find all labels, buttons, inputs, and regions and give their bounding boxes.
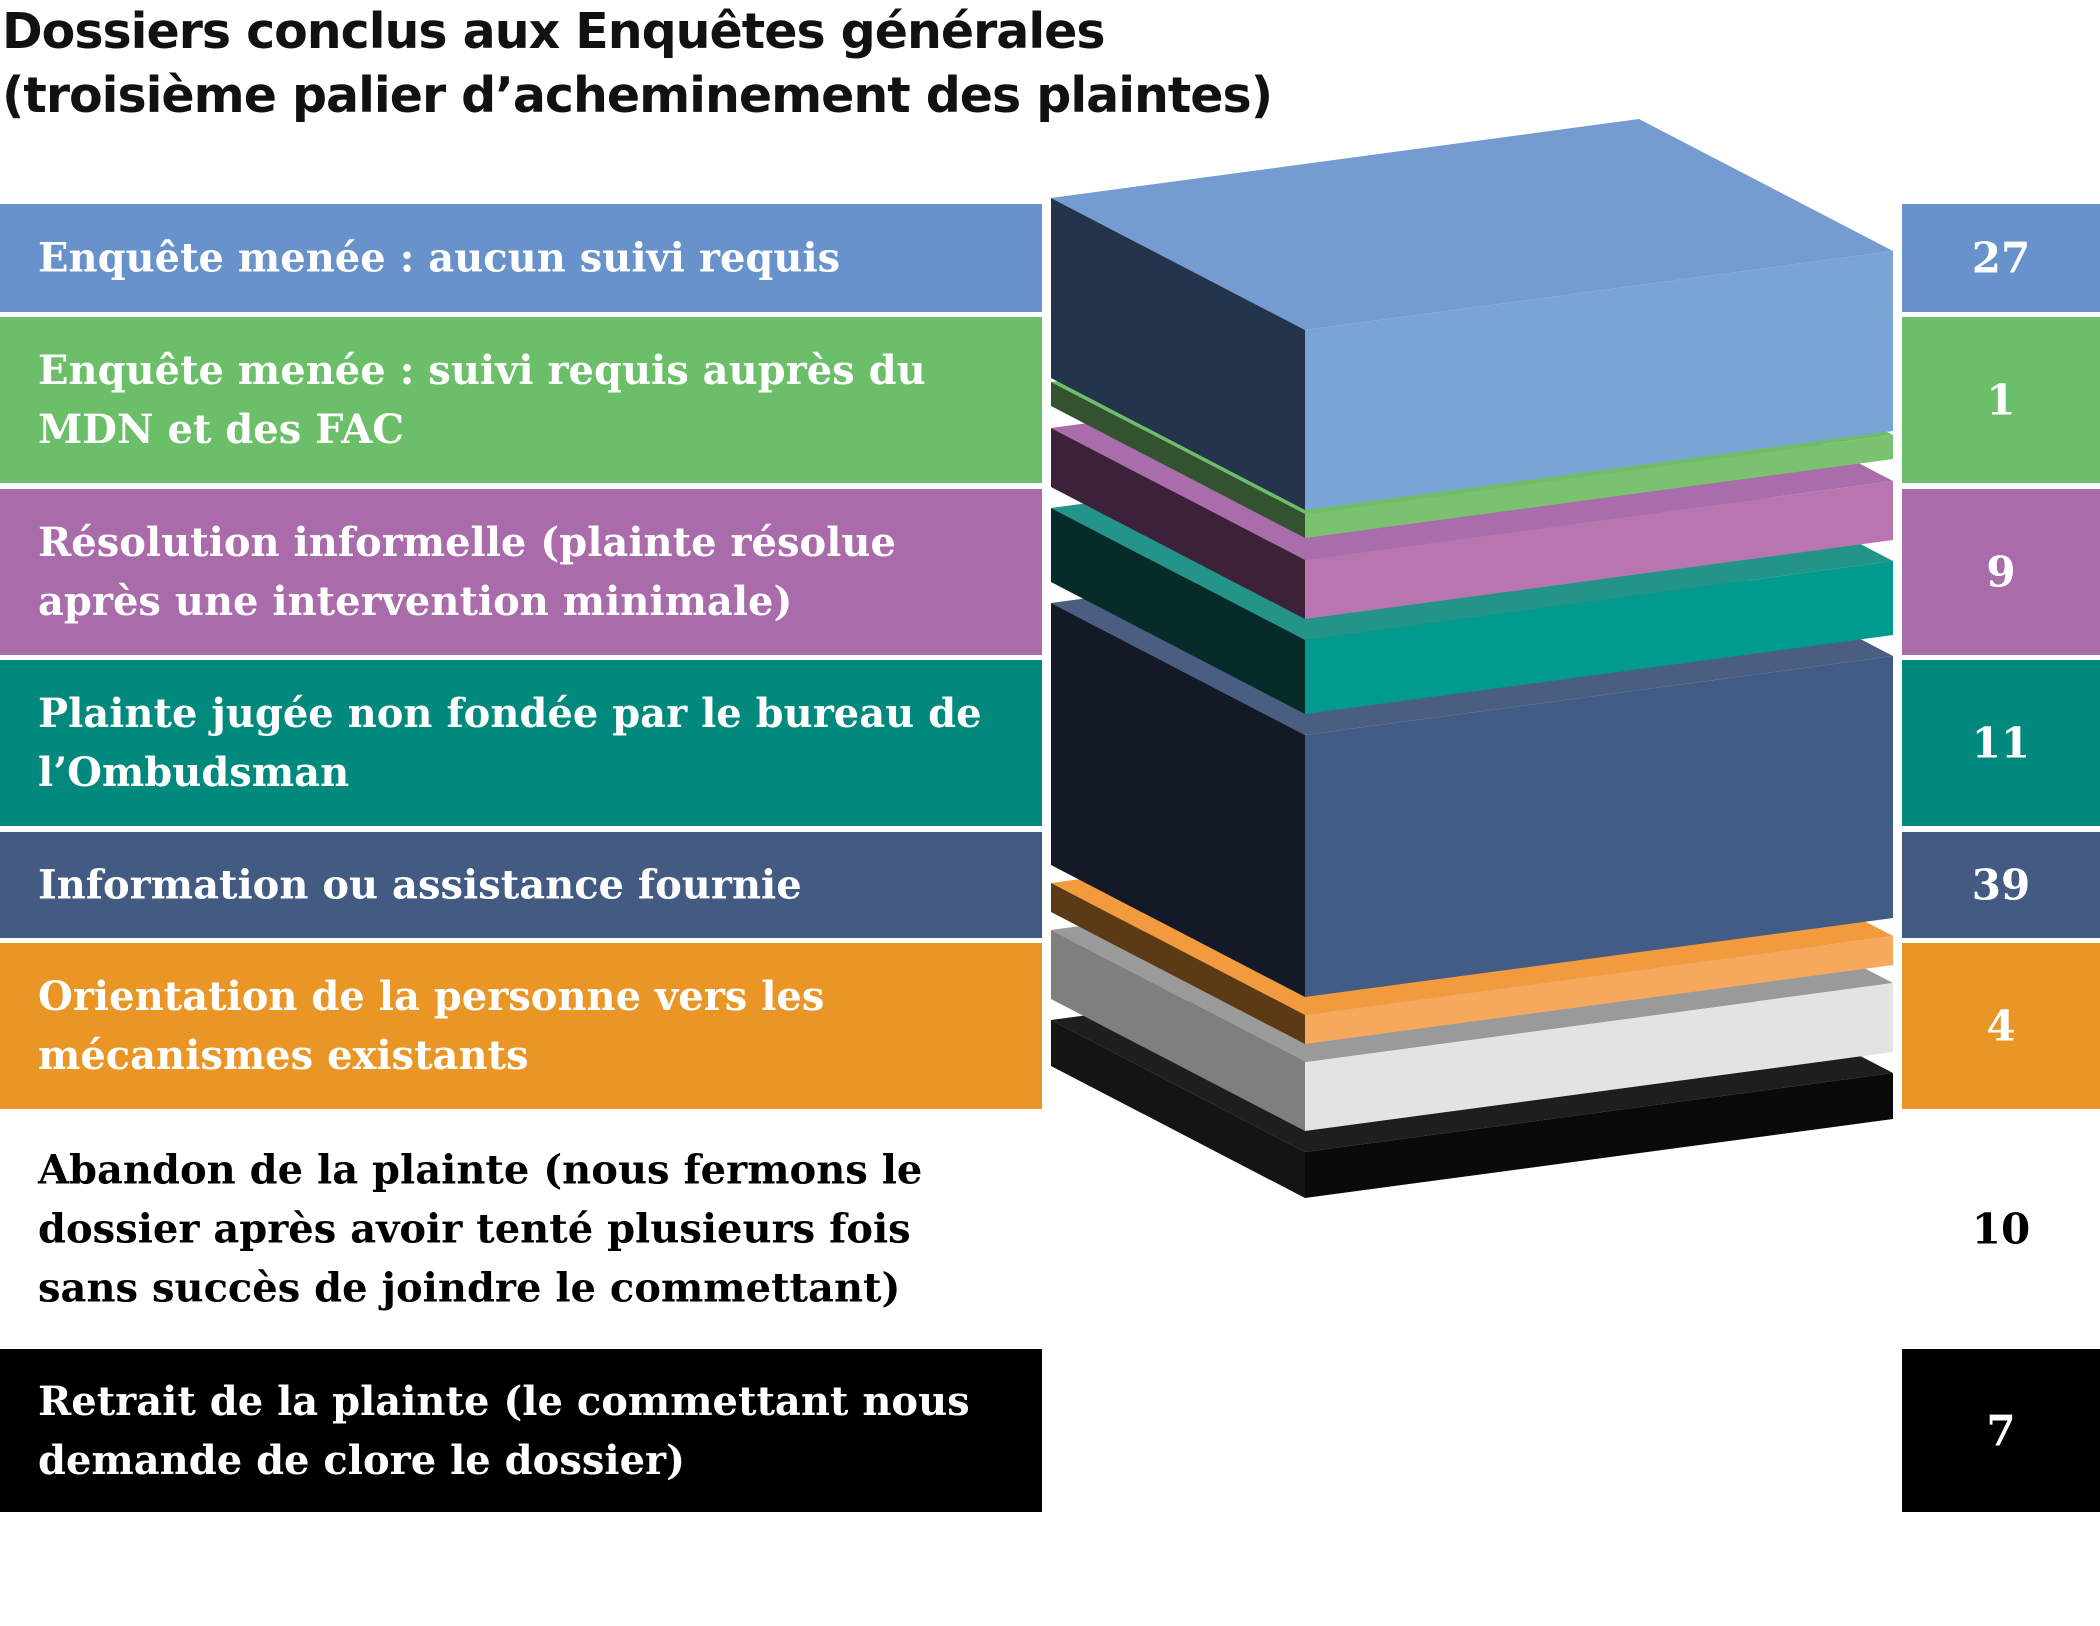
value-bar xyxy=(1902,1349,2100,1512)
block-layer-side-4 xyxy=(1051,508,1305,714)
value-label: 4 xyxy=(1986,1001,2016,1051)
block-layer-front-3 xyxy=(1305,481,1893,619)
row-4: Plainte jugée non fondée par le bureau d… xyxy=(0,660,2100,826)
category-label: Enquête menée : suivi requis auprès du M… xyxy=(38,347,926,453)
row-7: Abandon de la plainte (nous fermons le d… xyxy=(0,1114,2100,1343)
category-label: Résolution informelle (plainte résolue a… xyxy=(38,519,896,625)
value-label: 11 xyxy=(1971,718,2031,768)
category-label: Plainte jugée non fondée par le bureau d… xyxy=(38,690,982,796)
category-bar xyxy=(0,489,1042,655)
value-bar xyxy=(1902,204,2100,312)
value-bar xyxy=(1902,317,2100,483)
value-label: 1 xyxy=(1986,375,2016,425)
value-label: 9 xyxy=(1986,547,2016,597)
chart-title: Dossiers conclus aux Enquêtes générales … xyxy=(2,0,1273,128)
category-bar xyxy=(0,943,1042,1109)
block-layer-side-6 xyxy=(1051,883,1305,1044)
value-bar xyxy=(1902,832,2100,938)
block-layer-side-2 xyxy=(1051,382,1305,538)
category-bar xyxy=(0,1349,1042,1512)
title-line-2: (troisième palier d’acheminement des pla… xyxy=(2,67,1273,124)
value-bar xyxy=(1902,660,2100,826)
row-3: Résolution informelle (plainte résolue a… xyxy=(0,489,2100,655)
row-6: Orientation de la personne vers les méca… xyxy=(0,943,2100,1109)
block-layer-side-8 xyxy=(1051,1020,1305,1198)
row-2: Enquête menée : suivi requis auprès du M… xyxy=(0,317,2100,483)
block-layer-side-7 xyxy=(1051,930,1305,1131)
category-label: Information ou assistance fournie xyxy=(38,861,802,909)
title-line-1: Dossiers conclus aux Enquêtes générales xyxy=(2,3,1106,60)
category-label: Abandon de la plainte (nous fermons le d… xyxy=(38,1146,923,1311)
category-bar xyxy=(0,317,1042,483)
block-layer-front-4 xyxy=(1305,561,1893,714)
value-bar xyxy=(1902,489,2100,655)
block-layer-side-1 xyxy=(1051,198,1305,510)
category-label: Enquête menée : aucun suivi requis xyxy=(38,234,841,282)
row-8: Retrait de la plainte (le commettant nou… xyxy=(0,1349,2100,1512)
block-layer-front-7 xyxy=(1305,983,1893,1131)
value-label: 39 xyxy=(1971,860,2031,910)
block-layer-front-8 xyxy=(1305,1073,1893,1198)
block-layer-top-1 xyxy=(1051,119,1893,330)
block-layer-front-6 xyxy=(1305,936,1893,1044)
value-bar xyxy=(1902,1114,2100,1343)
value-label: 7 xyxy=(1986,1406,2016,1455)
category-bar xyxy=(0,660,1042,826)
block-layer-side-5 xyxy=(1051,603,1305,997)
block-layer-side-3 xyxy=(1051,428,1305,619)
value-label: 27 xyxy=(1971,233,2031,283)
category-bar xyxy=(0,832,1042,938)
value-bar xyxy=(1902,943,2100,1109)
value-label: 10 xyxy=(1971,1204,2031,1253)
row-1: Enquête menée : aucun suivi requis 27 xyxy=(0,204,2100,312)
category-bar xyxy=(0,1114,1042,1343)
row-5: Information ou assistance fournie 39 xyxy=(0,832,2100,938)
category-label: Retrait de la plainte (le commettant nou… xyxy=(38,1377,970,1484)
block-layer-front-5 xyxy=(1305,656,1893,997)
block-layer-front-1 xyxy=(1305,251,1893,510)
block-layer-front-2 xyxy=(1305,435,1893,538)
category-label: Orientation de la personne vers les méca… xyxy=(38,973,825,1079)
category-bar xyxy=(0,204,1042,312)
